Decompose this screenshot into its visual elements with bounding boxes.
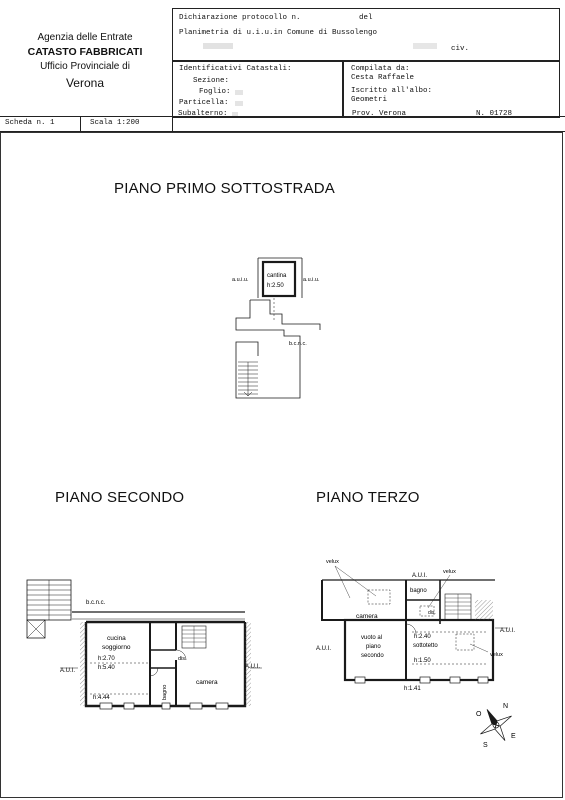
label-aui-right-terzo: A.U.I. — [500, 628, 515, 634]
redacted-subalterno — [232, 112, 238, 116]
scheda-number: Scheda n. 1 — [5, 119, 55, 127]
drawing-frame — [0, 132, 563, 798]
label-dis-terzo: dis. — [428, 610, 436, 616]
redacted-foglio — [235, 90, 243, 95]
floor-title-secondo: PIANO SECONDO — [55, 489, 185, 506]
civico-label: civ. — [451, 45, 470, 53]
label-h-150: h:1.50 — [414, 658, 431, 664]
scheda-row: Scheda n. 1 Scala 1:200 — [0, 116, 565, 132]
cantina-room — [261, 260, 297, 298]
label-cantina: cantina — [267, 273, 287, 279]
iscrizione-numero: N. 01728 — [476, 110, 513, 118]
label-bagno-secondo: bagno — [162, 685, 168, 700]
protocol-box: Dichiarazione protocollo n. del Planimet… — [172, 8, 560, 62]
protocol-label: Dichiarazione protocollo n. — [179, 14, 301, 22]
ufficio-city: Verona — [65, 76, 105, 90]
protocol-del-label: del — [359, 14, 373, 22]
compass-e: E — [511, 733, 516, 740]
label-h-270: h:2.70 — [98, 656, 115, 662]
label-camera-secondo: camera — [196, 679, 218, 686]
compilata-name: Cesta Raffaele — [351, 74, 415, 82]
agency-name: Agenzia delle Entrate — [37, 32, 133, 43]
floor-title-primo-sottostrada: PIANO PRIMO SOTTOSTRADA — [114, 180, 336, 197]
foglio-label: Foglio: — [199, 88, 231, 96]
label-vuoto-1: vuoto al — [361, 635, 382, 641]
stairs-sottostrada — [238, 361, 258, 397]
label-vuoto-3: secondo — [361, 653, 384, 659]
compilata-label: Compilata da: — [351, 65, 410, 73]
scala-label: Scala 1:200 — [90, 119, 140, 127]
redacted-address-2 — [413, 43, 437, 49]
label-vuoto-2: piano — [366, 644, 381, 650]
compilata-box: Compilata da: Cesta Raffaele Iscritto al… — [342, 60, 560, 118]
label-auiu-right: a.u.i.u. — [303, 277, 320, 283]
particella-label: Particella: — [179, 99, 229, 107]
provincia-label: Prov. Verona — [352, 110, 407, 118]
label-bcnc-secondo: b.c.n.c. — [86, 600, 106, 606]
subalterno-label: Subalterno: — [178, 110, 228, 118]
label-aui-left-terzo: A.U.I. — [316, 646, 331, 652]
sezione-label: Sezione: — [193, 77, 230, 85]
plan-primo-sottostrada — [235, 257, 321, 399]
label-h-540: h:5.40 — [98, 665, 115, 671]
label-aui-top-terzo: A.U.I. — [412, 573, 427, 579]
ufficio-label: Ufficio Provinciale di — [40, 61, 130, 72]
albo-value: Geometri — [351, 96, 388, 104]
cadastral-header: Agenzia delle Entrate CATASTO FABBRICATI… — [0, 0, 565, 132]
label-velux-3: velux — [490, 652, 503, 658]
label-bagno-terzo: bagno — [410, 588, 427, 594]
label-sottotetto: sottotetto — [413, 643, 438, 649]
identificativi-title: Identificativi Catastali: — [179, 65, 292, 73]
iscritto-label: Iscritto all'albo: — [351, 87, 433, 95]
label-aui-right-secondo: A.U.I. — [245, 664, 260, 670]
label-h-444: h:4.44 — [93, 695, 110, 701]
label-h-240: h:2.40 — [414, 634, 431, 640]
label-cantina-height: h:2.50 — [267, 283, 284, 289]
compass-rose-icon — [480, 709, 512, 741]
redacted-particella — [235, 101, 243, 106]
catasto-title: CATASTO FABBRICATI — [27, 46, 143, 58]
compass-o: O — [476, 711, 482, 718]
terzo-main-outline — [343, 618, 495, 682]
floor-title-terzo: PIANO TERZO — [316, 489, 420, 506]
label-bcnc-sottostrada: b.c.n.c. — [289, 341, 307, 347]
identificativi-box: Identificativi Catastali: Sezione: Fogli… — [172, 60, 344, 118]
label-soggiorno: soggiorno — [102, 644, 131, 651]
label-cucina: cucina — [107, 635, 126, 642]
redacted-address — [203, 43, 233, 49]
plan-secondo — [26, 579, 262, 710]
compass-s: S — [483, 742, 488, 749]
planimetria-label: Planimetria di u.i.u.in Comune di Bussol… — [179, 29, 378, 37]
label-h-141: h:1.41 — [404, 686, 421, 692]
label-dis-secondo: dis. — [178, 656, 187, 662]
label-aui-left-secondo: A.U.I. — [60, 668, 75, 674]
label-velux-2: velux — [443, 569, 456, 575]
plan-terzo — [321, 565, 508, 684]
label-auiu-left: a.u.i.u. — [232, 277, 249, 283]
compass-n: N — [503, 703, 508, 710]
label-velux-1: velux — [326, 559, 339, 565]
label-camera-terzo: camera — [356, 613, 378, 620]
